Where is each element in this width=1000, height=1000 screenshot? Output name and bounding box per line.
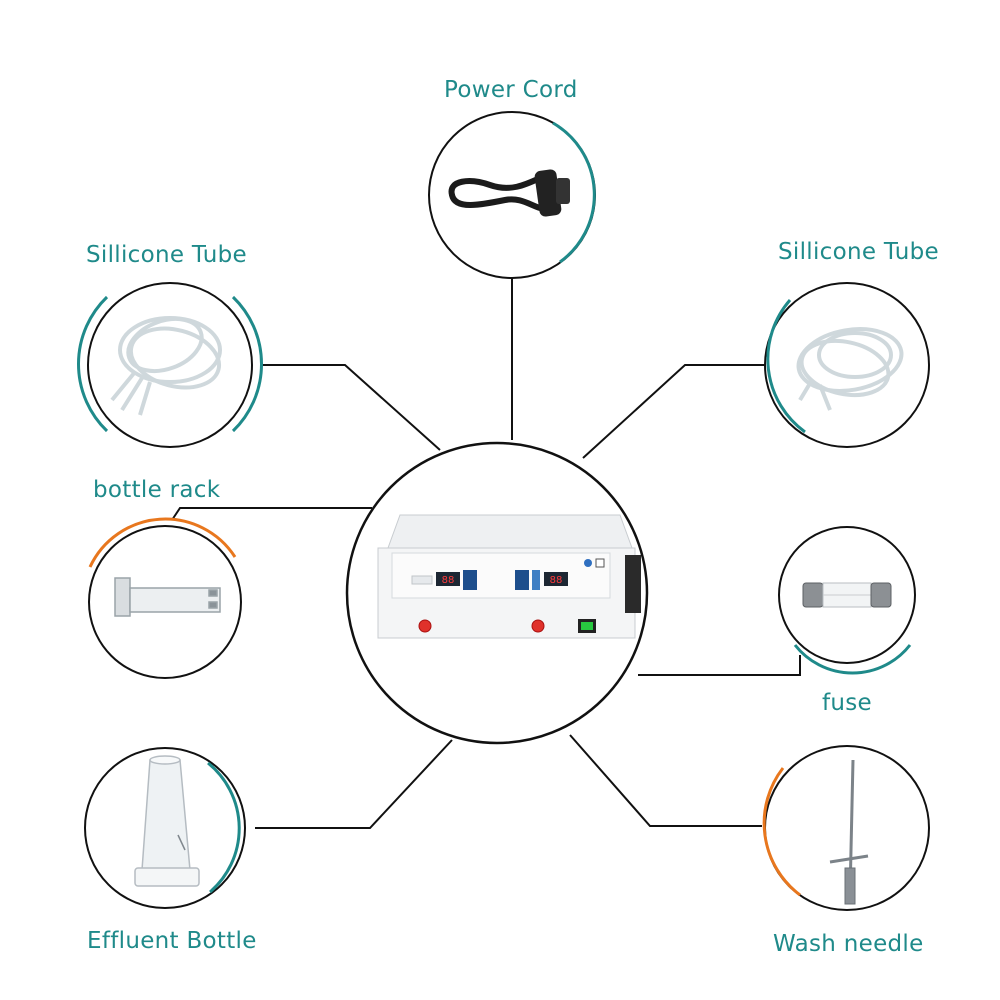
display-left-value: 88: [442, 575, 455, 586]
connector-effluent-bottle: [255, 739, 453, 829]
label-bottle-rack: bottle rack: [93, 477, 221, 503]
display-left: [436, 572, 460, 586]
main-device-item: 88 88: [345, 441, 649, 745]
bottle-rack-item: [88, 517, 242, 679]
connector-lines: [171, 275, 801, 829]
fuse-item: [778, 526, 916, 675]
label-power-cord: Power Cord: [444, 77, 578, 103]
tube-coil-icon: [110, 316, 222, 416]
connector-silicone-tube-left: [262, 364, 441, 451]
connector-silicone-tube-right: [582, 364, 768, 459]
connector-wash-needle: [569, 734, 762, 827]
label-silicone-tube-right: Sillicone Tube: [778, 239, 939, 265]
tube-coil-icon: [796, 327, 904, 411]
bottle-icon: [134, 755, 200, 887]
label-silicone-tube-left: Sillicone Tube: [86, 242, 247, 268]
silicone-tube-left-item: [77, 282, 263, 448]
effluent-bottle-item: [84, 747, 246, 909]
rack-icon: [114, 577, 221, 617]
label-effluent-bottle: Effluent Bottle: [87, 928, 257, 954]
fuse-icon: [802, 582, 892, 608]
needle-icon: [829, 759, 869, 905]
wash-needle-item: [762, 745, 930, 911]
connector-fuse: [638, 655, 801, 676]
label-wash-needle: Wash needle: [773, 931, 924, 957]
connector-bottle-rack: [171, 507, 372, 521]
label-fuse: fuse: [822, 690, 873, 716]
power-cord-icon: [448, 169, 570, 217]
device-icon: 88 88: [377, 514, 641, 639]
power-cord-item: [428, 111, 596, 279]
display-right: [544, 572, 568, 586]
silicone-tube-right-item: [764, 282, 930, 448]
display-right-value: 88: [550, 575, 563, 586]
